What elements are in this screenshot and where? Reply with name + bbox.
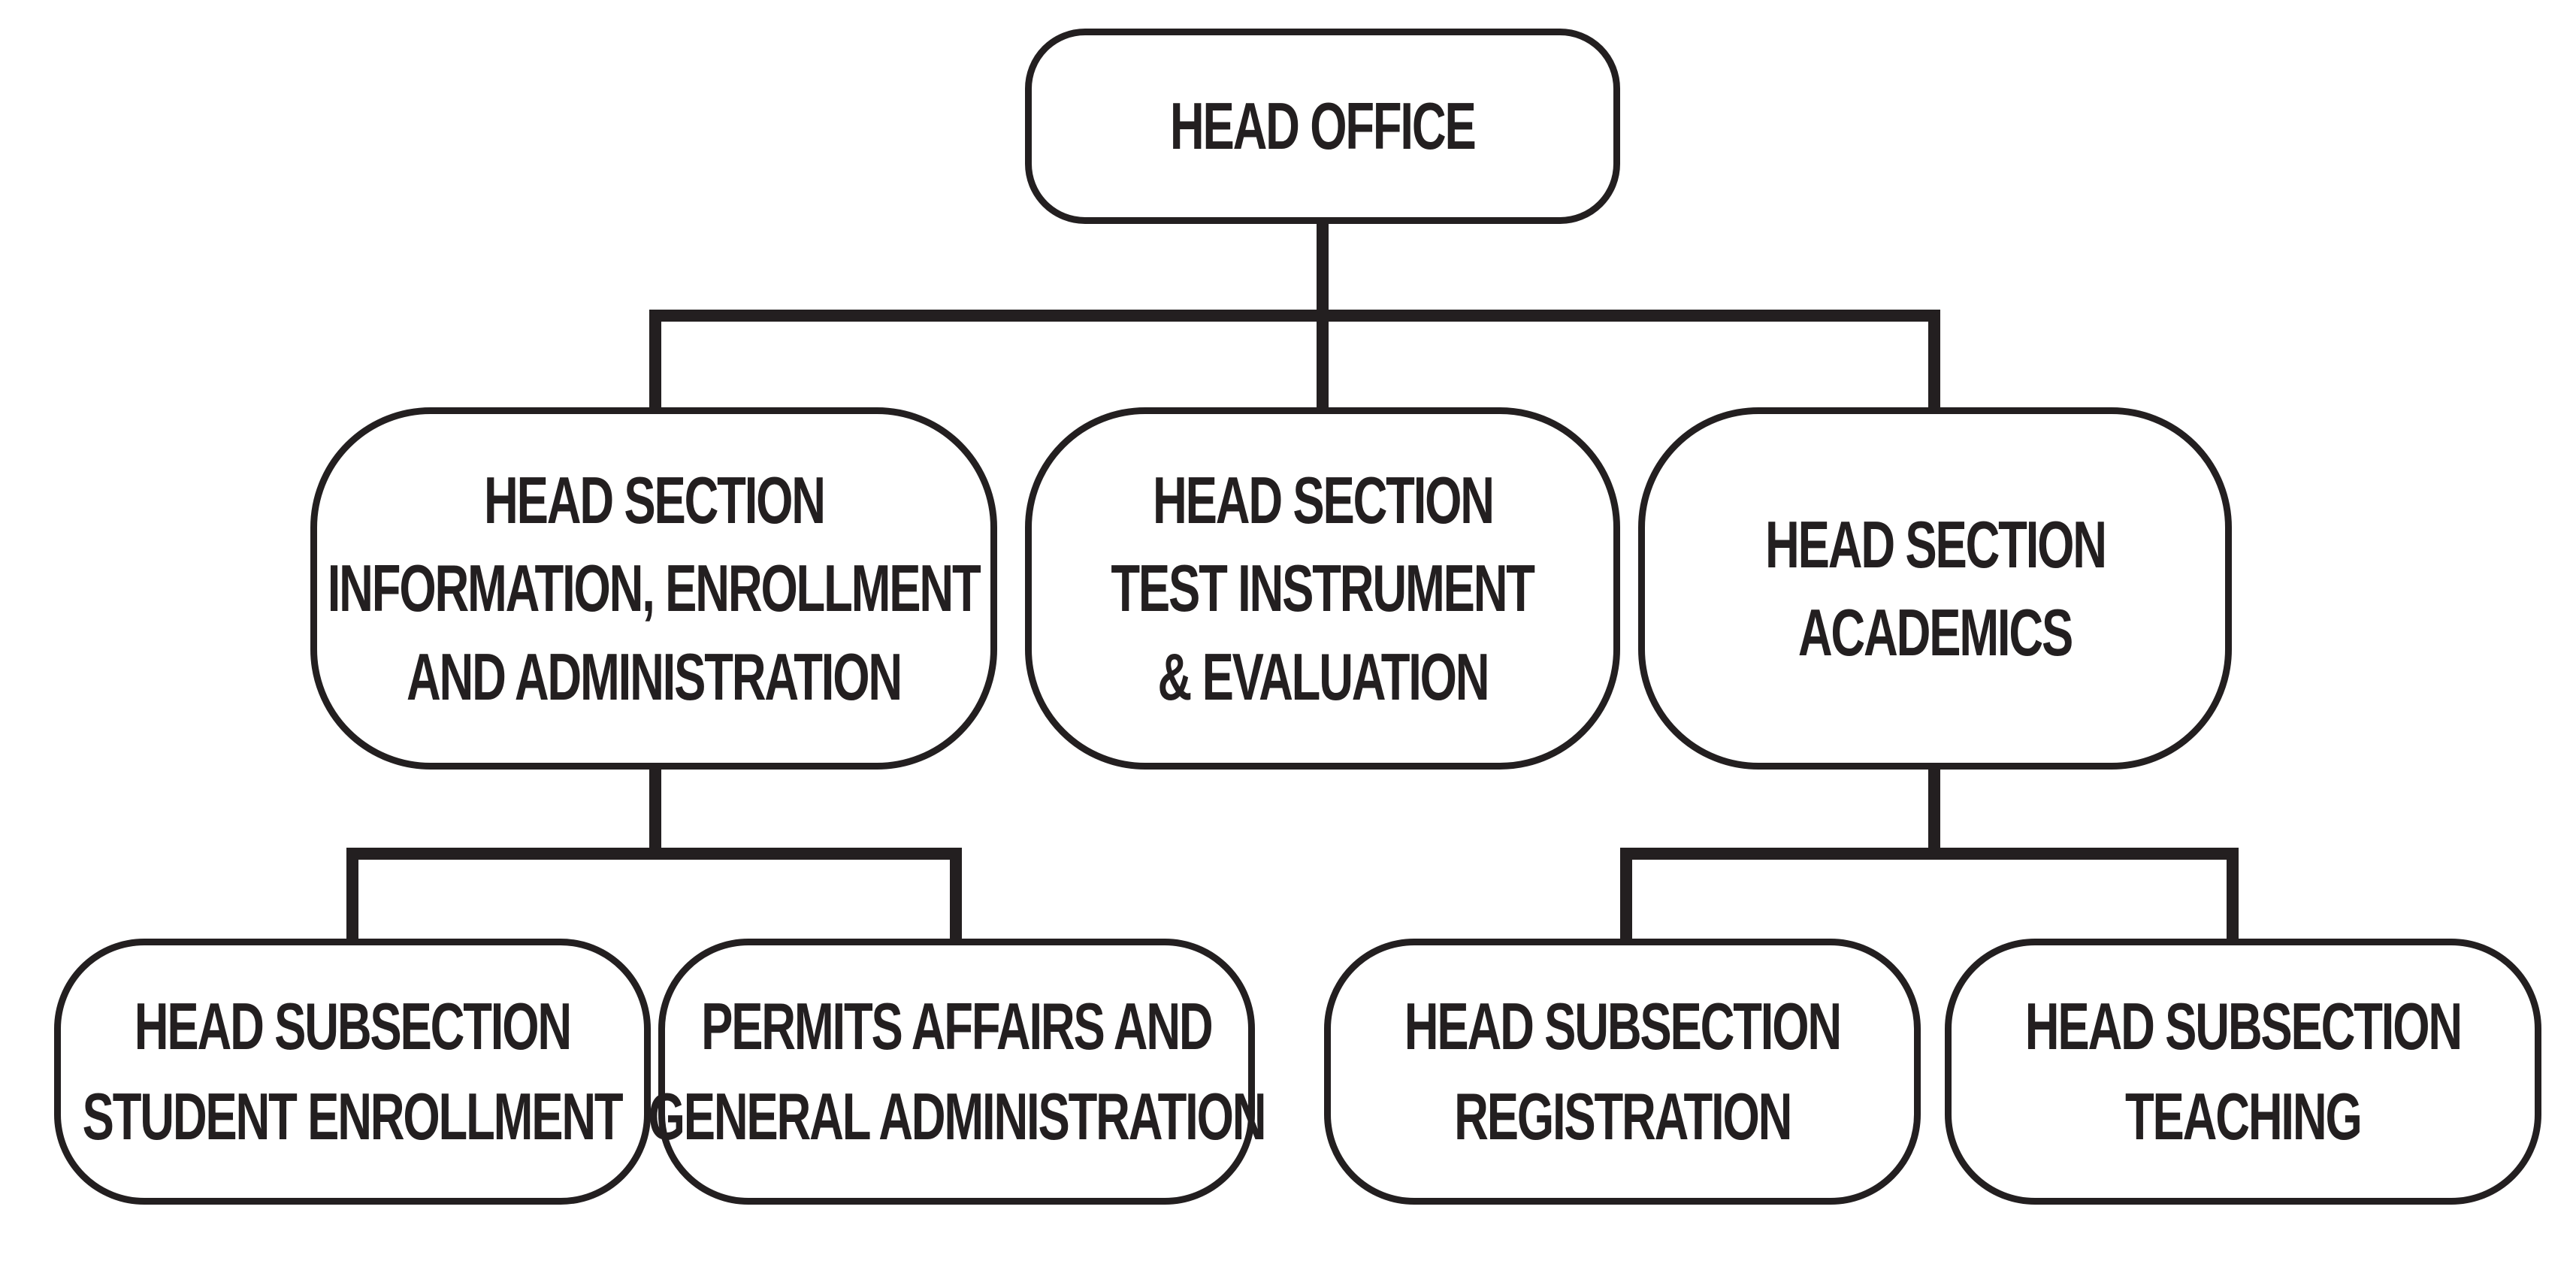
node-label: HEAD SUBSECTION <box>134 989 572 1064</box>
node-label: HEAD SUBSECTION <box>2024 989 2463 1064</box>
node-section-information-enrollment-administration: HEAD SECTION INFORMATION, ENROLLMENT AND… <box>310 407 997 770</box>
node-subsection-registration: HEAD SUBSECTION REGISTRATION <box>1324 939 1921 1205</box>
node-label: HEAD SECTION <box>483 463 826 538</box>
node-subsection-permits-affairs: PERMITS AFFAIRS AND GENERAL ADMINISTRATI… <box>649 939 1267 1205</box>
node-subsection-teaching: HEAD SUBSECTION TEACHING <box>1945 939 2541 1205</box>
node-label: GENERAL ADMINISTRATION <box>648 1079 1267 1154</box>
node-label: INFORMATION, ENROLLMENT <box>328 551 981 626</box>
node-section-academics: HEAD SECTION ACADEMICS <box>1638 407 2232 770</box>
node-label: HEAD SECTION <box>1764 507 2107 582</box>
node-label: HEAD SUBSECTION <box>1404 989 1842 1064</box>
node-label: TEST INSTRUMENT <box>1111 551 1536 626</box>
node-subsection-student-enrollment: HEAD SUBSECTION STUDENT ENROLLMENT <box>54 939 651 1205</box>
node-label: ACADEMICS <box>1797 595 2073 670</box>
node-section-test-instrument-evaluation: HEAD SECTION TEST INSTRUMENT & EVALUATIO… <box>1025 407 1620 770</box>
node-label: REGISTRATION <box>1453 1079 1792 1154</box>
node-label: STUDENT ENROLLMENT <box>83 1079 624 1154</box>
node-label: AND ADMINISTRATION <box>406 639 903 714</box>
node-label: PERMITS AFFAIRS AND <box>701 989 1214 1064</box>
node-label: & EVALUATION <box>1157 639 1489 714</box>
node-head-office: HEAD OFFICE <box>1025 29 1620 224</box>
node-label: HEAD SECTION <box>1152 463 1495 538</box>
node-label: TEACHING <box>2125 1079 2363 1154</box>
node-label: HEAD OFFICE <box>1170 89 1477 163</box>
